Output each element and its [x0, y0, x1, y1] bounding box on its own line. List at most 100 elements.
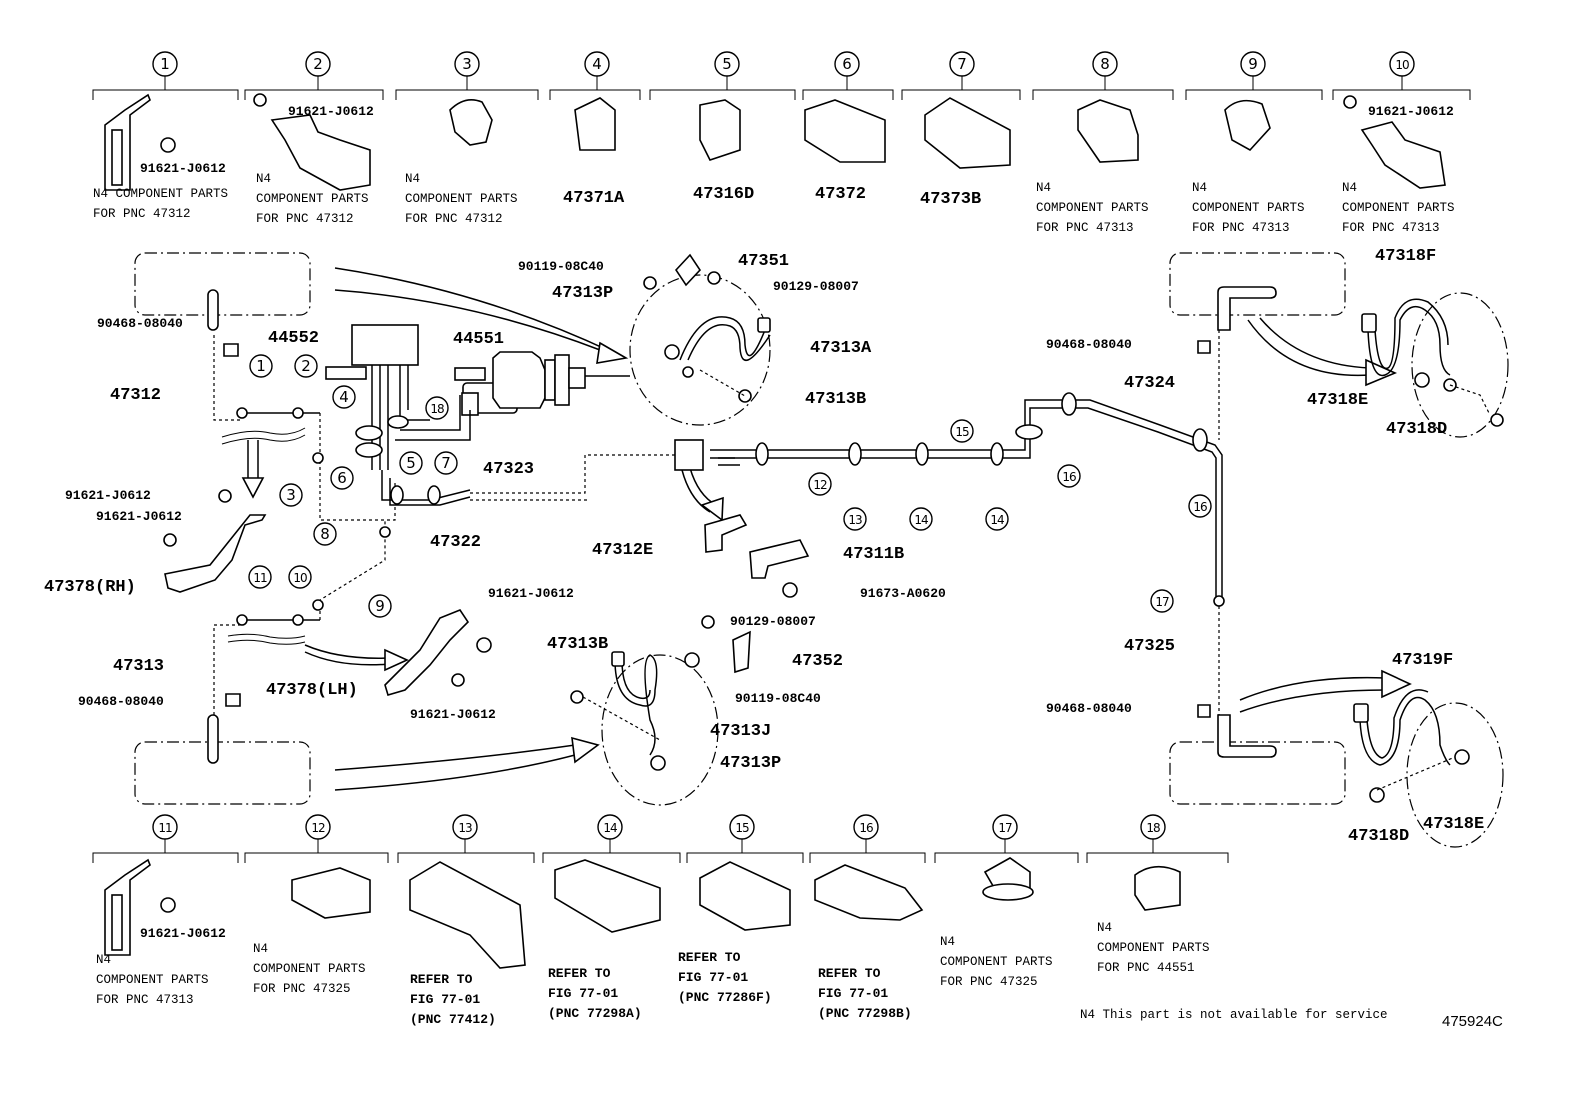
- group-caption: N4 COMPONENT PARTS: [93, 187, 228, 201]
- callout-number: 8: [320, 525, 330, 543]
- part-label: 90468-08040: [78, 694, 164, 709]
- part-label: 47318E: [1423, 815, 1484, 834]
- callout-number: 2: [301, 357, 311, 375]
- callout-17: 17: [1150, 589, 1174, 613]
- part-label: 90468-08040: [1046, 701, 1132, 716]
- callout-number: 1: [256, 357, 266, 375]
- part-label: 47318E: [1307, 391, 1368, 410]
- group-caption: FIG 77-01: [678, 970, 748, 985]
- callout-number: 14: [914, 513, 928, 527]
- group-caption: FOR PNC 47312: [405, 212, 503, 226]
- group-part-number: 91621-J0612: [288, 104, 374, 119]
- legend-number: 13: [452, 814, 478, 840]
- group-caption: 47373B: [920, 190, 981, 209]
- bracket-line: [244, 89, 384, 100]
- bracket-line: [809, 852, 926, 863]
- group-caption: FOR PNC 47313: [1342, 221, 1440, 235]
- group-caption: N4: [1097, 921, 1112, 935]
- bracket-line: [649, 89, 796, 100]
- callout-number: 13: [848, 513, 862, 527]
- group-caption: COMPONENT PARTS: [253, 962, 366, 976]
- bracket-line: [395, 89, 539, 100]
- group-caption: FOR PNC 47313: [1192, 221, 1290, 235]
- group-caption: 47372: [815, 185, 866, 204]
- group-caption: COMPONENT PARTS: [256, 192, 369, 206]
- group-caption: REFER TO: [678, 950, 741, 965]
- group-caption: FIG 77-01: [818, 986, 888, 1001]
- bracket-line: [1332, 89, 1471, 100]
- group-caption: N4: [1342, 181, 1357, 195]
- callout-number: 9: [375, 597, 385, 615]
- callout-16: 16: [1057, 464, 1081, 488]
- line-art: [104, 93, 1509, 969]
- group-caption: 47371A: [563, 189, 625, 208]
- group-caption: COMPONENT PARTS: [1342, 201, 1455, 215]
- callout-number: 16: [859, 821, 873, 835]
- callout-number: 12: [813, 478, 827, 492]
- part-label: 91673-A0620: [860, 586, 946, 601]
- part-label: 47313B: [805, 390, 866, 409]
- callout-number: 15: [735, 821, 749, 835]
- legend-number: 7: [949, 51, 975, 77]
- bracket-line: [934, 852, 1079, 863]
- group-caption: N4: [940, 935, 955, 949]
- callout-2: 2: [294, 354, 318, 378]
- part-label: 90129-08007: [773, 279, 859, 294]
- group-caption: N4: [253, 942, 268, 956]
- part-label: 47313B: [547, 635, 608, 654]
- group-caption: N4: [405, 172, 420, 186]
- group-caption: FIG 77-01: [548, 986, 618, 1001]
- group-caption: COMPONENT PARTS: [405, 192, 518, 206]
- legend-number: 1: [152, 51, 178, 77]
- part-label: 47323: [483, 460, 534, 479]
- group-caption: (PNC 77298A): [548, 1006, 642, 1021]
- bracket-line: [1086, 852, 1229, 863]
- part-label: 90468-08040: [97, 316, 183, 331]
- callout-number: 3: [462, 55, 472, 73]
- callout-number: 4: [339, 388, 349, 406]
- callout-5: 5: [399, 451, 423, 475]
- callout-number: 11: [253, 571, 267, 585]
- legend-group-7: 7 47373B: [901, 51, 1021, 209]
- group-caption: FOR PNC 44551: [1097, 961, 1195, 975]
- callout-ring: [279, 483, 303, 507]
- callout-18: 18: [425, 396, 449, 420]
- group-caption: COMPONENT PARTS: [1192, 201, 1305, 215]
- callout-number: 17: [1155, 595, 1169, 609]
- callout-14: 14: [909, 507, 933, 531]
- legend-group-4: 4 47371A: [549, 51, 641, 208]
- group-caption: FIG 77-01: [410, 992, 480, 1007]
- legend-number: 18: [1140, 814, 1166, 840]
- group-part-number: 91621-J0612: [140, 161, 226, 176]
- part-label: 44552: [268, 329, 319, 348]
- part-label: 91621-J0612: [65, 488, 151, 503]
- bracket-line: [1185, 89, 1323, 100]
- callout-ring: [843, 507, 867, 531]
- callout-number: 4: [592, 55, 602, 73]
- part-label: 47351: [738, 252, 789, 271]
- part-label: 47312E: [592, 541, 653, 560]
- callout-12: 12: [808, 472, 832, 496]
- bracket-line: [802, 89, 894, 100]
- callout-10: 10: [288, 565, 312, 589]
- callout-number: 13: [458, 821, 472, 835]
- callout-number: 6: [842, 55, 852, 73]
- callout-ring: [330, 466, 354, 490]
- group-part-number: 91621-J0612: [1368, 104, 1454, 119]
- callout-number: 17: [998, 821, 1012, 835]
- legend-number: 9: [1240, 51, 1266, 77]
- callout-number: 18: [430, 402, 444, 416]
- part-label: 90468-08040: [1046, 337, 1132, 352]
- group-caption: N4: [1036, 181, 1051, 195]
- callout-ring: [425, 396, 449, 420]
- bracket-line: [1032, 89, 1174, 100]
- legend-number: 8: [1092, 51, 1118, 77]
